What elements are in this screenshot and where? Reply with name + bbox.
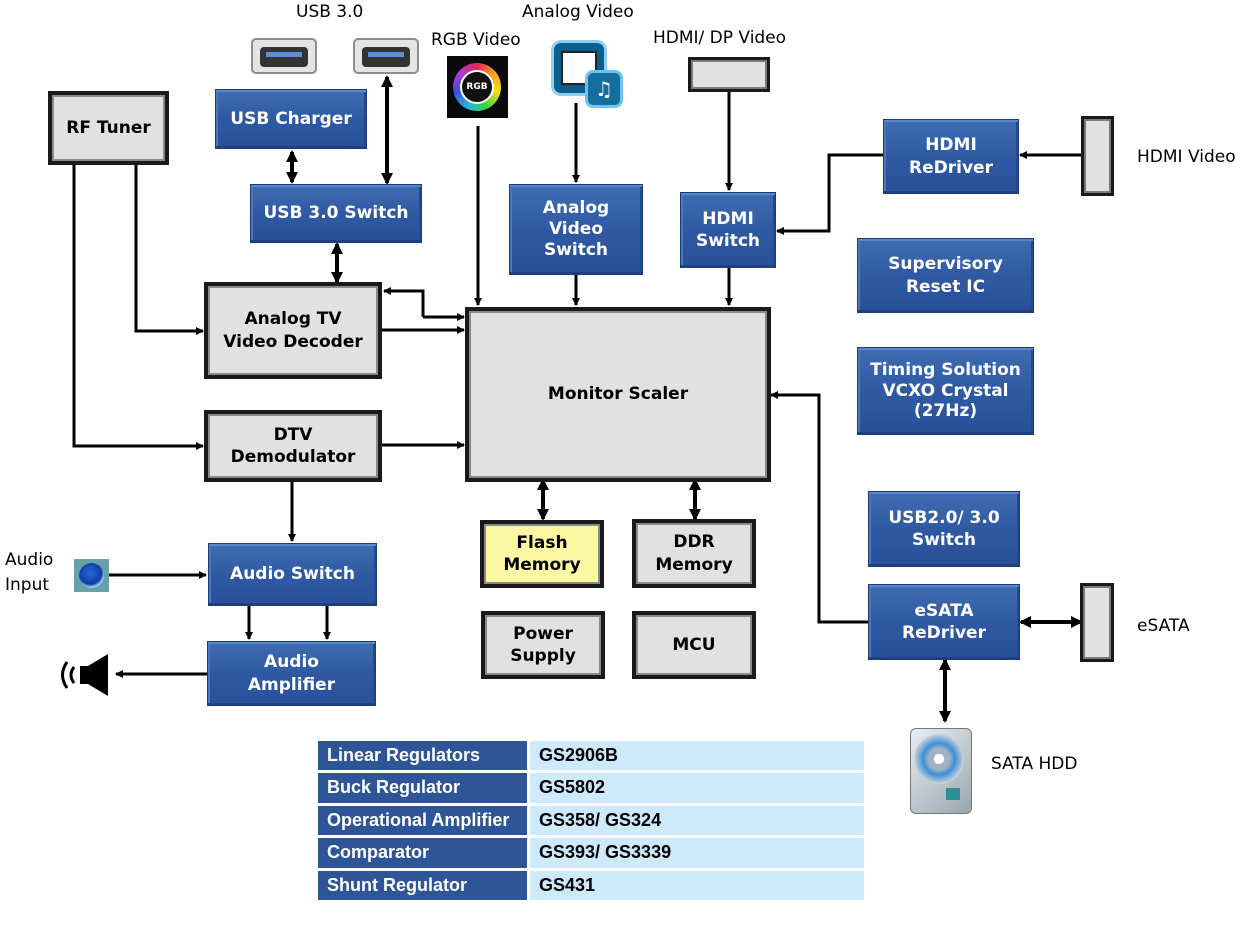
power-supply-label-1: Power — [513, 623, 573, 644]
analog-tv-decoder-label-2: Video Decoder — [223, 331, 363, 352]
part-category: Comparator — [318, 838, 530, 868]
table-row: Shunt Regulator GS431 — [318, 870, 864, 900]
usb30-label: USB 3.0 — [296, 2, 364, 22]
hdmi-switch-label-1: HDMI — [702, 208, 754, 229]
hdmi-dp-video-label: HDMI/ DP Video — [653, 28, 787, 48]
part-numbers: GS5802 — [530, 773, 864, 803]
rgb-video-label: RGB Video — [431, 30, 521, 50]
part-category: Linear Regulators — [318, 741, 530, 771]
timing-solution-label-3: (27Hz) — [913, 401, 978, 422]
flash-memory-label-2: Memory — [503, 555, 581, 575]
hard-drive-icon — [908, 726, 974, 816]
flash-memory-label-1: Flash — [516, 532, 568, 553]
usb-port-icon — [353, 38, 419, 74]
supervisory-reset-label-2: Reset IC — [905, 276, 986, 297]
dtv-demodulator-label-2: Demodulator — [230, 447, 356, 467]
hdmi-redriver-label-2: ReDriver — [909, 157, 993, 178]
timing-solution-block: Timing Solution VCXO Crystal (27Hz) — [857, 347, 1034, 435]
hdmi-switch-label-2: Switch — [695, 231, 761, 251]
audio-switch-block: Audio Switch — [208, 543, 377, 606]
speaker-icon — [61, 654, 108, 696]
wire-rf-to-analog-tv — [134, 164, 204, 335]
timing-solution-label-2: VCXO Crystal — [882, 380, 1009, 401]
ddr-memory-label-2: Memory — [655, 554, 733, 575]
usb-charger-label: USB Charger — [230, 108, 352, 129]
film-music-icon: ♫ — [551, 40, 627, 110]
table-row: Operational Amplifier GS358/ GS324 — [318, 805, 864, 836]
rgb-icon: RGB — [447, 56, 508, 118]
hdmi-dp-connector — [688, 57, 770, 92]
table-row: Linear Regulators GS2906B — [318, 741, 864, 771]
usb-switch-2-3-label-1: USB2.0/ 3.0 — [888, 507, 1000, 528]
wire-scaler-esata — [770, 391, 875, 626]
audio-input-label: Audio Input — [5, 548, 53, 597]
analog-video-label: Analog Video — [522, 2, 634, 22]
hdmi-video-label: HDMI Video — [1137, 147, 1236, 167]
esata-redriver-label-1: eSATA — [914, 600, 974, 621]
part-numbers: GS2906B — [530, 741, 864, 771]
analog-video-switch-label-2: Video — [548, 218, 604, 239]
audio-switch-label: Audio Switch — [230, 564, 355, 585]
usb30-switch-label: USB 3.0 Switch — [263, 203, 409, 224]
esata-redriver-block: eSATA ReDriver — [868, 584, 1020, 660]
mcu-label: MCU — [672, 634, 716, 655]
flash-memory-block: Flash Memory — [480, 520, 604, 588]
usb-port-icon — [251, 38, 317, 74]
analog-video-switch-label-3: Switch — [543, 240, 609, 261]
dtv-demodulator-label-1: DTV — [273, 424, 313, 445]
part-category: Shunt Regulator — [318, 870, 530, 900]
audio-jack-icon — [74, 559, 109, 592]
supervisory-reset-label-1: Supervisory — [888, 254, 1003, 275]
part-numbers: GS393/ GS3339 — [530, 838, 864, 868]
dtv-demodulator-block: DTV Demodulator — [204, 410, 382, 482]
part-numbers: GS431 — [530, 870, 864, 900]
esata-redriver-label-2: ReDriver — [902, 623, 986, 643]
ddr-memory-block: DDR Memory — [632, 519, 756, 588]
table-row: Buck Regulator GS5802 — [318, 773, 864, 803]
ddr-memory-label-1: DDR — [673, 532, 715, 553]
hdmi-switch-block: HDMI Switch — [680, 192, 776, 268]
audio-amplifier-label-1: Audio — [264, 652, 319, 673]
table-row: Comparator GS393/ GS3339 — [318, 838, 864, 868]
analog-video-switch-label-1: Analog — [542, 197, 610, 218]
power-supply-block: Power Supply — [481, 611, 605, 679]
wire-redriver-to-hdmiswitch — [776, 153, 883, 235]
hdmi-video-connector — [1081, 116, 1114, 196]
wire-rf-to-dtv — [72, 164, 204, 450]
analog-tv-decoder-block: Analog TV Video Decoder — [204, 282, 382, 379]
usb30-switch-block: USB 3.0 Switch — [250, 184, 422, 243]
rf-tuner-block: RF Tuner — [48, 91, 169, 165]
mcu-block: MCU — [632, 611, 756, 679]
sata-hdd-label: SATA HDD — [991, 754, 1078, 774]
esata-label: eSATA — [1137, 616, 1190, 636]
audio-amplifier-label-2: Amplifier — [247, 674, 336, 695]
monitor-scaler-label: Monitor Scaler — [547, 384, 689, 405]
monitor-scaler-block: Monitor Scaler — [465, 307, 771, 482]
part-category: Buck Regulator — [318, 773, 530, 803]
power-supply-label-2: Supply — [510, 646, 576, 666]
rf-tuner-label: RF Tuner — [66, 117, 151, 138]
rgb-icon-text: RGB — [460, 70, 494, 104]
part-category: Operational Amplifier — [318, 805, 530, 836]
timing-solution-label-1: Timing Solution — [870, 359, 1021, 380]
supervisory-reset-block: Supervisory Reset IC — [857, 238, 1034, 313]
esata-connector — [1080, 583, 1114, 662]
usb-switch-2-3-label-2: Switch — [911, 530, 977, 550]
analog-video-switch-block: Analog Video Switch — [509, 184, 643, 275]
audio-input-label-2: Input — [5, 574, 50, 595]
hdmi-redriver-label-1: HDMI — [925, 135, 977, 156]
analog-tv-decoder-label-1: Analog TV — [244, 309, 342, 330]
usb-switch-2-3-block: USB2.0/ 3.0 Switch — [868, 491, 1020, 567]
audio-input-label-1: Audio — [5, 550, 54, 570]
parts-table: Linear Regulators GS2906B Buck Regulator… — [318, 738, 864, 903]
audio-amplifier-block: Audio Amplifier — [207, 641, 376, 706]
wire-scaler-to-analogtv — [383, 287, 425, 317]
usb-charger-block: USB Charger — [215, 89, 367, 149]
hdmi-redriver-block: HDMI ReDriver — [883, 119, 1019, 194]
part-numbers: GS358/ GS324 — [530, 805, 864, 836]
